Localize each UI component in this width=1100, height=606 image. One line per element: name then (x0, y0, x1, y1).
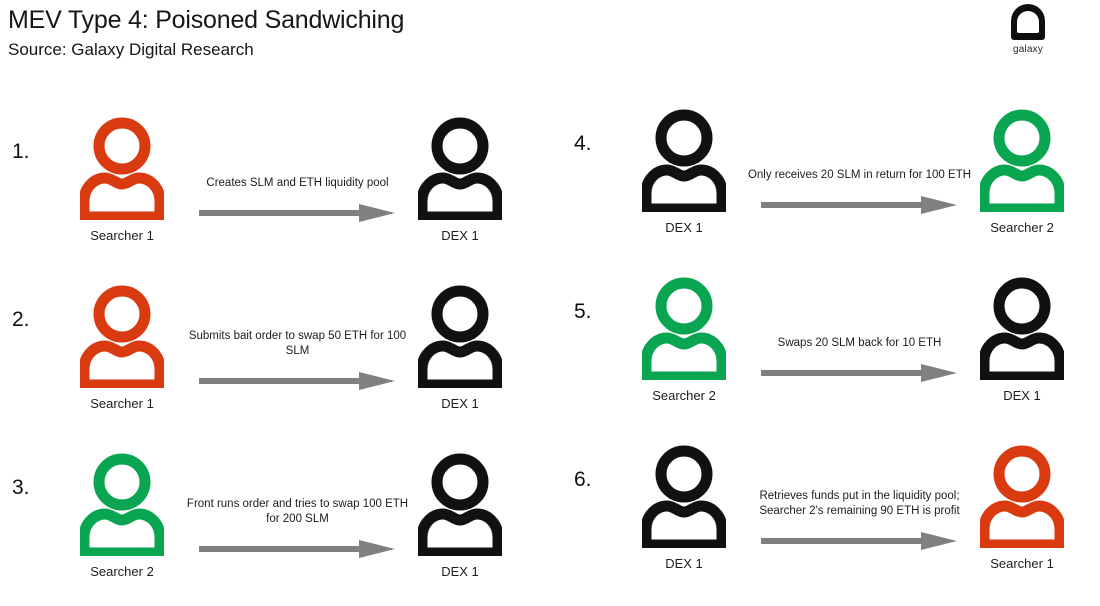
actor-source: DEX 1 (624, 444, 744, 571)
step-number-2: 2. (12, 308, 30, 331)
actor-target: DEX 1 (962, 276, 1082, 403)
step-row-5: 5. Searcher 2 Swaps 20 SLM back for 10 E… (562, 268, 1100, 424)
step-connector: Creates SLM and ETH liquidity pool (185, 118, 410, 238)
actor-label: Searcher 1 (90, 228, 154, 243)
arrow-right-icon (761, 364, 957, 382)
step-number-6: 6. (574, 468, 592, 491)
step-connector: Front runs order and tries to swap 100 E… (185, 454, 410, 574)
galaxy-logo: galaxy (996, 4, 1060, 55)
actor-label: Searcher 1 (990, 556, 1054, 571)
actor-label: DEX 1 (441, 564, 479, 579)
actor-source: Searcher 1 (62, 116, 182, 243)
step-caption-1: Creates SLM and ETH liquidity pool (206, 177, 389, 190)
step-connector: Submits bait order to swap 50 ETH for 10… (185, 286, 410, 406)
actor-target: Searcher 1 (962, 444, 1082, 571)
person-icon (642, 109, 726, 212)
step-number-1: 1. (12, 140, 30, 163)
actor-label: DEX 1 (1003, 388, 1041, 403)
step-caption-5: Swaps 20 SLM back for 10 ETH (777, 337, 942, 350)
arrow-right-icon (761, 532, 957, 550)
actor-label: DEX 1 (665, 220, 703, 235)
actor-label: Searcher 2 (652, 388, 716, 403)
person-icon (980, 109, 1064, 212)
actor-label: DEX 1 (441, 228, 479, 243)
actor-target: DEX 1 (400, 116, 520, 243)
person-icon (418, 117, 502, 220)
arrow-right-icon (199, 372, 395, 390)
person-icon (642, 445, 726, 548)
person-icon (80, 453, 164, 556)
step-row-1: 1. Searcher 1 Creates SLM and ETH liquid… (0, 108, 540, 264)
actor-label: Searcher 1 (90, 396, 154, 411)
actor-target: Searcher 2 (962, 108, 1082, 235)
actor-label: Searcher 2 (990, 220, 1054, 235)
person-icon (980, 277, 1064, 380)
step-row-2: 2. Searcher 1 Submits bait order to swap… (0, 276, 540, 432)
actor-label: DEX 1 (441, 396, 479, 411)
step-connector: Only receives 20 SLM in return for 100 E… (747, 110, 972, 230)
page-title: MEV Type 4: Poisoned Sandwiching (8, 6, 405, 34)
step-connector: Swaps 20 SLM back for 10 ETH (747, 278, 972, 398)
person-icon (80, 117, 164, 220)
arrow-right-icon (199, 204, 395, 222)
header: MEV Type 4: Poisoned Sandwiching Source:… (8, 6, 708, 60)
step-number-5: 5. (574, 300, 592, 323)
person-icon (418, 285, 502, 388)
step-caption-2: Submits bait order to swap 50 ETH for 10… (188, 329, 407, 358)
step-caption-6: Retrieves funds put in the liquidity poo… (759, 489, 960, 518)
person-icon (980, 445, 1064, 548)
arrow-right-icon (199, 540, 395, 558)
page-subtitle: Source: Galaxy Digital Research (8, 39, 254, 59)
step-connector: Retrieves funds put in the liquidity poo… (747, 446, 972, 566)
person-icon (80, 285, 164, 388)
person-icon (418, 453, 502, 556)
actor-target: DEX 1 (400, 284, 520, 411)
galaxy-arch-logo-icon (1011, 4, 1045, 40)
actor-source: Searcher 2 (624, 276, 744, 403)
step-row-3: 3. Searcher 2 Front runs order and tries… (0, 444, 540, 600)
step-row-4: 4. DEX 1 Only receives 20 SLM in return … (562, 100, 1100, 256)
actor-label: DEX 1 (665, 556, 703, 571)
actor-label: Searcher 2 (90, 564, 154, 579)
step-caption-4: Only receives 20 SLM in return for 100 E… (747, 169, 972, 182)
person-icon (642, 277, 726, 380)
actor-source: DEX 1 (624, 108, 744, 235)
actor-source: Searcher 2 (62, 452, 182, 579)
logo-wordmark: galaxy (1012, 44, 1044, 55)
actor-target: DEX 1 (400, 452, 520, 579)
step-row-6: 6. DEX 1 Retrieves funds put in the liqu… (562, 436, 1100, 592)
arrow-right-icon (761, 196, 957, 214)
step-number-3: 3. (12, 476, 30, 499)
step-number-4: 4. (574, 132, 592, 155)
step-caption-3: Front runs order and tries to swap 100 E… (186, 497, 409, 526)
actor-source: Searcher 1 (62, 284, 182, 411)
